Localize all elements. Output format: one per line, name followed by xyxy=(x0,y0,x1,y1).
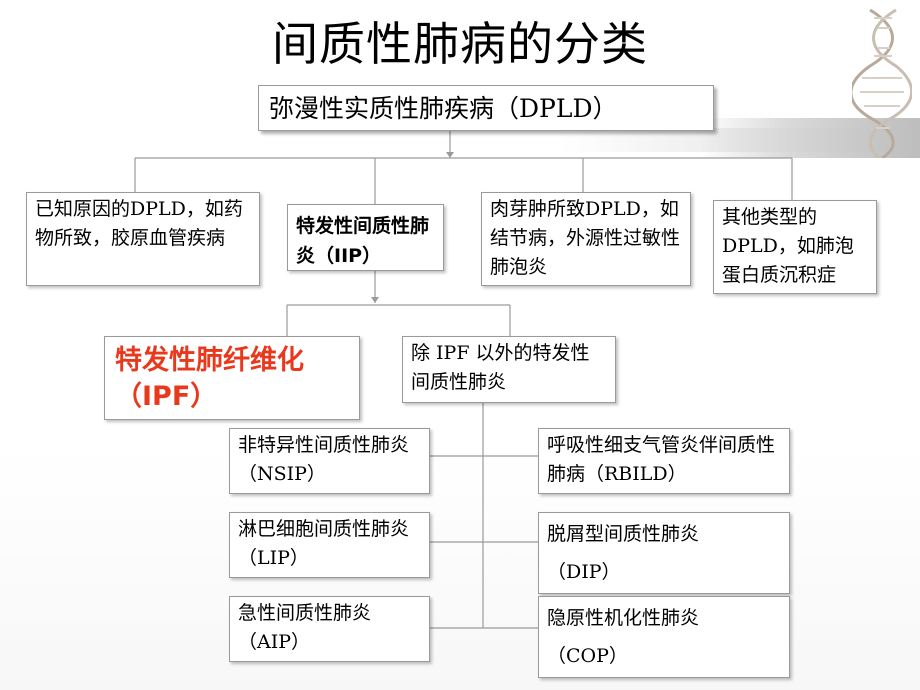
box-other-dpld: 其他类型的DPLD，如肺泡蛋白质沉积症 xyxy=(713,200,877,294)
box-iip: 特发性间质性肺炎（IIP） xyxy=(287,204,444,271)
iip-label: 特发性间质性肺炎（IIP） xyxy=(296,215,430,267)
box-non-ipf-iip: 除 IPF 以外的特发性间质性肺炎 xyxy=(402,336,616,403)
cop-abbr-label: （COP） xyxy=(547,645,628,667)
box-cop: 隐原性机化性肺炎 （COP） xyxy=(538,596,790,678)
box-aip: 急性间质性肺炎（AIP） xyxy=(229,596,430,662)
nsip-label: 非特异性间质性肺炎（NSIP） xyxy=(238,434,410,485)
dna-helix-icon xyxy=(852,8,912,158)
lip-label: 淋巴细胞间质性肺炎（LIP） xyxy=(238,518,410,569)
root-label: 弥漫性实质性肺疾病（DPLD） xyxy=(269,94,618,123)
root-box-dpld: 弥漫性实质性肺疾病（DPLD） xyxy=(258,85,714,131)
box-dip: 脱屑型间质性肺炎 （DIP） xyxy=(538,512,790,594)
dip-name-label: 脱屑型间质性肺炎 xyxy=(547,523,700,545)
aip-label: 急性间质性肺炎（AIP） xyxy=(238,602,372,653)
box-granulomatous-dpld: 肉芽肿所致DPLD，如结节病，外源性过敏性肺泡炎 xyxy=(481,192,691,286)
dip-abbr-label: （DIP） xyxy=(547,561,621,583)
granulomatous-label: 肉芽肿所致DPLD，如结节病，外源性过敏性肺泡炎 xyxy=(490,198,681,278)
rbild-label: 呼吸性细支气管炎伴间质性肺病（RBILD） xyxy=(547,434,776,485)
known-cause-label: 已知原因的DPLD，如药物所致，胶原血管疾病 xyxy=(35,198,243,249)
box-rbild: 呼吸性细支气管炎伴间质性肺病（RBILD） xyxy=(538,428,790,494)
other-label: 其他类型的DPLD，如肺泡蛋白质沉积症 xyxy=(722,206,854,286)
cop-name-label: 隐原性机化性肺炎 xyxy=(547,607,700,629)
box-nsip: 非特异性间质性肺炎（NSIP） xyxy=(229,428,430,494)
ipf-label: 特发性肺纤维化（IPF） xyxy=(115,345,304,412)
box-known-cause-dpld: 已知原因的DPLD，如药物所致，胶原血管疾病 xyxy=(26,192,260,286)
page-title: 间质性肺病的分类 xyxy=(272,17,648,71)
decorative-band-fade xyxy=(560,128,920,152)
box-ipf: 特发性肺纤维化（IPF） xyxy=(104,336,360,420)
box-lip: 淋巴细胞间质性肺炎（LIP） xyxy=(229,512,430,578)
non-ipf-label: 除 IPF 以外的特发性间质性肺炎 xyxy=(411,342,590,393)
